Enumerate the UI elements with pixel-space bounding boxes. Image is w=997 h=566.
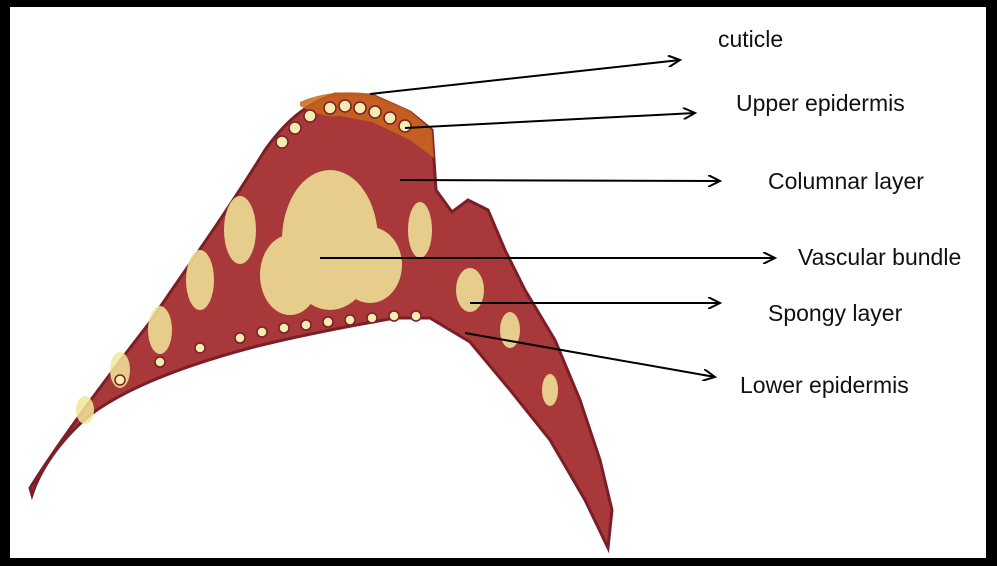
label-spongy-layer: Spongy layer [768,302,902,325]
arrow-cuticle [370,60,680,94]
label-vascular-bundle: Vascular bundle [798,246,961,269]
leaf-cross-section [30,92,612,548]
label-upper-epidermis: Upper epidermis [736,92,905,115]
arrow-columnar-layer [400,180,720,181]
label-cuticle: cuticle [718,28,783,51]
arrow-upper-epidermis [405,113,695,128]
tissue-body [30,94,612,548]
label-lower-epidermis: Lower epidermis [740,374,909,397]
label-columnar-layer: Columnar layer [768,170,924,193]
